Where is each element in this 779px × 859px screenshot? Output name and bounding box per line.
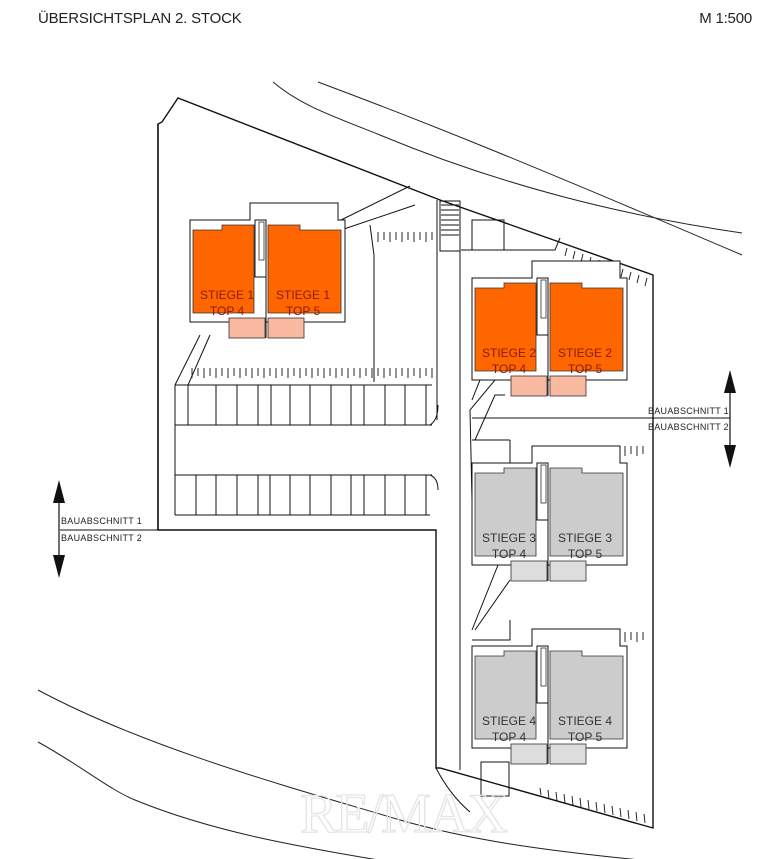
road-edge-south-2 — [37, 741, 376, 859]
plan-title: ÜBERSICHTSPLAN 2. STOCK — [38, 10, 242, 27]
road-edge-upper — [272, 81, 743, 234]
svg-text:STIEGE 2: STIEGE 2 — [482, 346, 536, 360]
svg-text:TOP 4: TOP 4 — [210, 304, 245, 318]
svg-text:TOP 4: TOP 4 — [492, 362, 527, 376]
walkway-lines — [340, 185, 416, 231]
arrow-up-icon — [724, 370, 736, 393]
unit-stiege-2-top-5[interactable] — [549, 282, 624, 372]
unit-stiege-4-top-5[interactable] — [549, 650, 624, 740]
svg-text:BAUABSCHNITT 1: BAUABSCHNITT 1 — [61, 516, 142, 526]
svg-text:STIEGE 3: STIEGE 3 — [558, 531, 612, 545]
small-structure — [471, 219, 505, 251]
svg-text:TOP 5: TOP 5 — [568, 362, 603, 376]
plan-scale: M 1:500 — [699, 10, 752, 27]
svg-text:STIEGE 4: STIEGE 4 — [558, 714, 612, 728]
unit-stiege-3-top-5[interactable] — [549, 467, 624, 557]
stair-treads — [441, 204, 459, 236]
section-marker-left: BAUABSCHNITT 1 BAUABSCHNITT 2 — [53, 480, 142, 578]
staircase-outline — [439, 200, 461, 252]
unit-stiege-1-top-4[interactable] — [192, 224, 255, 314]
svg-text:TOP 5: TOP 5 — [568, 547, 603, 561]
svg-text:TOP 5: TOP 5 — [568, 730, 603, 744]
parking-lines — [175, 384, 432, 516]
building-stiege-3: STIEGE 3 TOP 4 STIEGE 3 TOP 5 — [471, 445, 628, 582]
svg-text:BAUABSCHNITT 2: BAUABSCHNITT 2 — [61, 533, 142, 543]
arrow-down-icon — [724, 445, 736, 468]
svg-text:TOP 4: TOP 4 — [492, 730, 527, 744]
svg-text:BAUABSCHNITT 1: BAUABSCHNITT 1 — [648, 406, 729, 416]
arrow-up-icon — [53, 480, 65, 503]
unit-label: STIEGE 1 — [200, 288, 254, 302]
unit-stiege-1-top-5[interactable] — [267, 224, 342, 314]
road-edge-south-1 — [37, 689, 636, 859]
unit-label: STIEGE 1 — [276, 288, 330, 302]
access-lane — [436, 200, 461, 770]
unit-stiege-3-top-4[interactable] — [474, 467, 537, 557]
building-stiege-4: STIEGE 4 TOP 4 STIEGE 4 TOP 5 — [471, 628, 628, 765]
svg-text:TOP 4: TOP 4 — [492, 547, 527, 561]
svg-text:STIEGE 4: STIEGE 4 — [482, 714, 536, 728]
arrow-down-icon — [53, 555, 65, 578]
unit-stiege-4-top-4[interactable] — [474, 650, 537, 740]
remax-watermark: RE/MAX — [300, 783, 507, 845]
svg-text:STIEGE 2: STIEGE 2 — [558, 346, 612, 360]
svg-text:TOP 5: TOP 5 — [286, 304, 321, 318]
unit-stiege-2-top-4[interactable] — [474, 282, 537, 372]
building-stiege-1: STIEGE 1 TOP 4 STIEGE 1 TOP 5 — [189, 202, 346, 339]
road-edge-lower — [317, 81, 743, 256]
section-marker-right: BAUABSCHNITT 1 BAUABSCHNITT 2 — [648, 370, 736, 468]
svg-text:BAUABSCHNITT 2: BAUABSCHNITT 2 — [648, 422, 729, 432]
terrace-stiege-1-top-5 — [267, 317, 305, 339]
building-stiege-2: STIEGE 2 TOP 4 STIEGE 2 TOP 5 — [471, 260, 628, 397]
terrace-stiege-1-top-4 — [228, 317, 266, 339]
svg-text:STIEGE 3: STIEGE 3 — [482, 531, 536, 545]
